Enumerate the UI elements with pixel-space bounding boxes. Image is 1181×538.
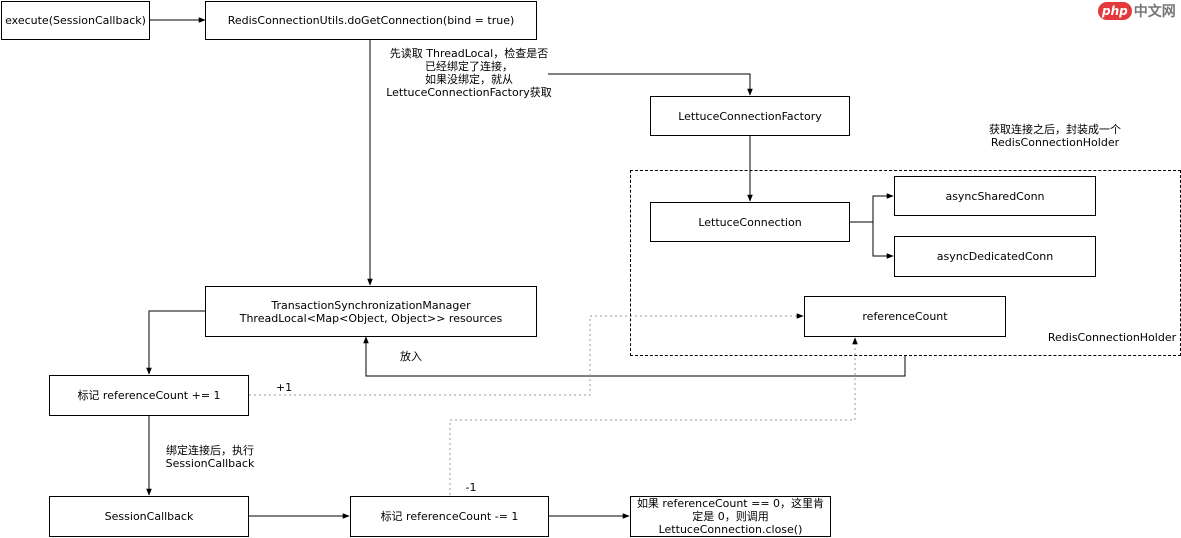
mark-reference-minus-box: 标记 referenceCount -= 1 [350, 496, 549, 537]
get-connection-box: RedisConnectionUtils.doGetConnection(bin… [205, 1, 537, 40]
execute-box: execute(SessionCallback) [1, 1, 150, 40]
arrow-holder-put-into-tsm [363, 336, 906, 377]
lettuce-connection-factory-box: LettuceConnectionFactory [650, 96, 850, 136]
arrow-tsm-to-mark-plus [146, 310, 205, 375]
session-callback-box: SessionCallback [49, 496, 249, 537]
put-in-label: 放入 [400, 350, 422, 363]
read-threadlocal-note: 先读取 ThreadLocal，检查是否 已经绑定了连接， 如果没绑定，就从 L… [386, 47, 552, 99]
mark-reference-plus-box: 标记 referenceCount += 1 [49, 375, 249, 416]
bind-then-execute-note: 绑定连接后，执行 SessionCallback [165, 444, 255, 470]
dotted-arrow-plus-to-referencecount [249, 313, 804, 396]
arrow-connection-to-dedicated [850, 221, 894, 259]
arrow-to-factory [548, 73, 753, 96]
plus-one-label: +1 [275, 381, 293, 394]
php-logo-mark: php [1098, 2, 1132, 20]
async-shared-conn-box: asyncSharedConn [894, 176, 1096, 216]
wrap-holder-note: 获取连接之后，封装成一个 RedisConnectionHolder [989, 123, 1121, 149]
lettuce-connection-box: LettuceConnection [650, 202, 850, 242]
reference-count-box: referenceCount [804, 296, 1006, 337]
site-name: 中文网 [1133, 4, 1176, 20]
transaction-sync-manager-box: TransactionSynchronizationManager Thread… [205, 286, 537, 337]
dotted-arrow-minus-to-referencecount [449, 337, 858, 495]
minus-one-label: -1 [465, 481, 477, 494]
async-dedicated-conn-box: asyncDedicatedConn [894, 236, 1096, 277]
close-note-box: 如果 referenceCount == 0，这里肯 定是 0，则调用 Lett… [630, 496, 831, 537]
site-logo: php 中文网 [1098, 1, 1176, 21]
holder-title: RedisConnectionHolder [1047, 331, 1177, 344]
